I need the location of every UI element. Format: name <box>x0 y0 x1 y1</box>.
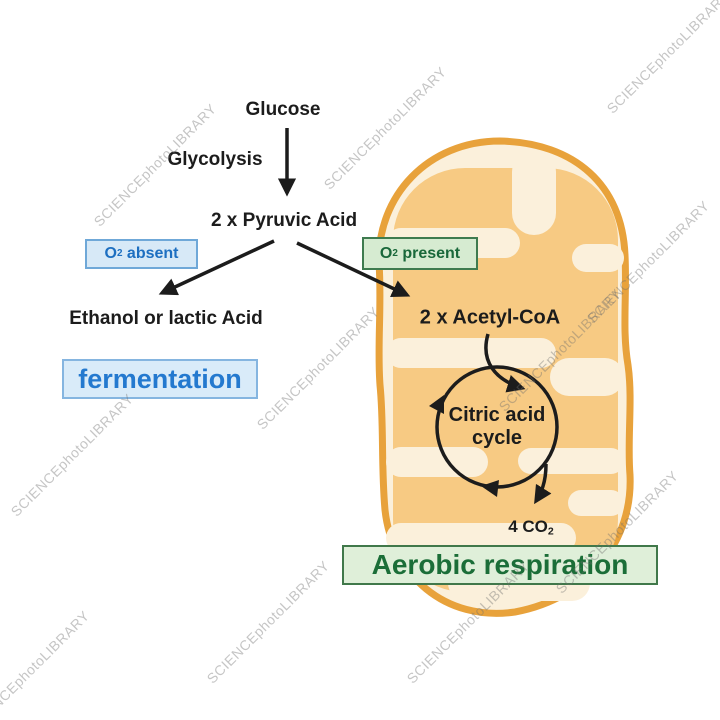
cycle-arrowhead-bottom <box>481 480 499 497</box>
ethanol-lactic-label: Ethanol or lactic Acid <box>69 308 263 329</box>
pyruvic-acid-label: 2 x Pyruvic Acid <box>210 210 358 231</box>
fermentation-branch-arrow <box>158 239 275 296</box>
citric-acid-cycle-label: Citric acid cycle <box>449 404 546 450</box>
citric-acid-cycle-line1: Citric acid <box>448 404 546 426</box>
aerobic-branch-arrow <box>296 241 411 298</box>
co2-label: 4 CO2 <box>508 517 554 538</box>
aerobic-respiration-box: Aerobic respiration <box>342 545 658 585</box>
cycle-to-co2-arrow <box>534 463 552 505</box>
glucose-label: Glucose <box>245 99 321 120</box>
acetyl-coa-label: 2 x Acetyl-CoA <box>419 306 561 329</box>
mitochondrion-cristae <box>386 150 624 601</box>
glycolysis-label: Glycolysis <box>167 149 263 170</box>
fermentation-box: fermentation <box>62 359 258 399</box>
acetyl-to-cycle-arrow <box>484 333 526 393</box>
citric-acid-cycle-line2: cycle <box>471 427 523 449</box>
cycle-arrowhead-left <box>429 395 444 414</box>
